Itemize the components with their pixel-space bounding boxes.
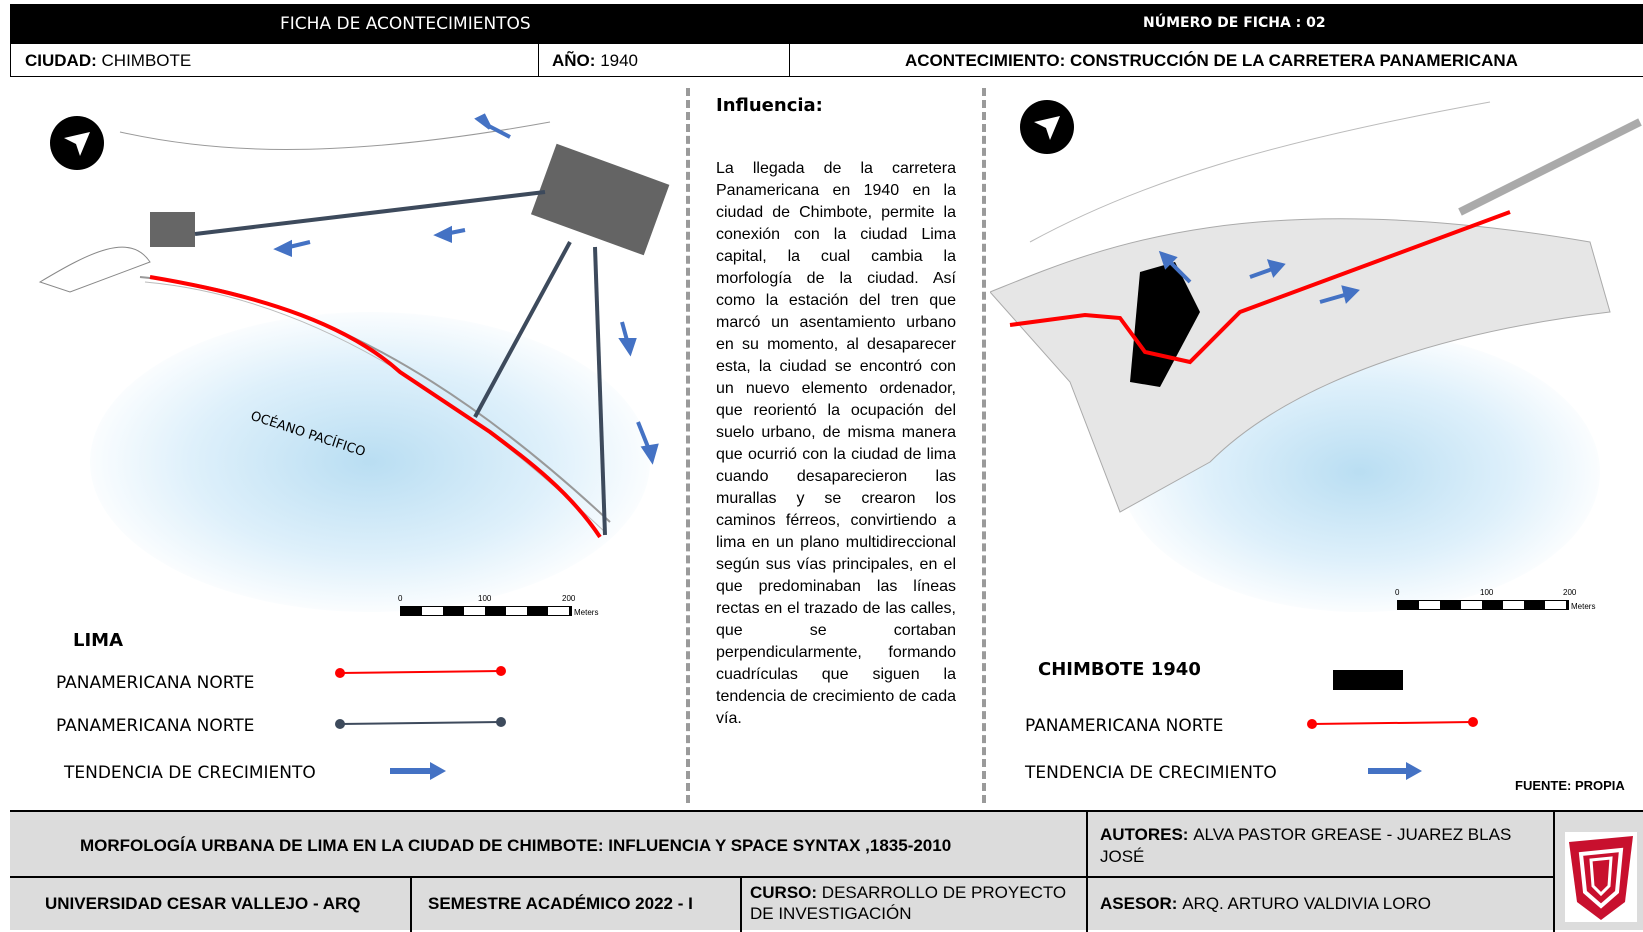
- curso-cell: CURSO: DESARROLLO DE PROYECTO DE INVESTI…: [750, 882, 1080, 924]
- university-name: UNIVERSIDAD CESAR VALLEJO - ARQ: [45, 894, 361, 913]
- chimbote-legend-red-label: PANAMERICANA NORTE: [1025, 716, 1224, 736]
- legend-label-red: PANAMERICANA NORTE: [56, 673, 255, 693]
- growth-arrows: [273, 113, 659, 465]
- lima-map: OCÉANO PACÍFICO: [10, 82, 680, 612]
- scale-tick-200: 200: [562, 594, 576, 603]
- legend-black-swatch: [1333, 670, 1403, 690]
- chimbote-north-arrow-icon: [1020, 100, 1074, 154]
- r-scale-tick-0: 0: [1395, 588, 1400, 597]
- panamericana-norte-red: [149, 275, 602, 539]
- header-bar: FICHA DE ACONTECIMIENTOS NÚMERO DE FICHA…: [10, 4, 1643, 44]
- curso-label: CURSO:: [750, 883, 818, 902]
- acontecimiento-label: ACONTECIMIENTO:: [905, 51, 1066, 70]
- chimbote-legend-red-line: [1307, 717, 1478, 729]
- scale-tick-100: 100: [478, 594, 492, 603]
- curso-value: DESARROLLO DE PROYECTO DE INVESTIGACIÓN: [750, 883, 1067, 923]
- chimbote-map: [990, 82, 1643, 612]
- legend-dark-line: [335, 717, 506, 729]
- legend-red-line: [335, 666, 506, 678]
- chimbote-legend-arrow-icon: [1368, 762, 1422, 780]
- ciudad-cell: CIUDAD: CHIMBOTE: [11, 44, 536, 77]
- sheet-number: NÚMERO DE FICHA : 02: [1143, 15, 1326, 31]
- legend-label-dark: PANAMERICANA NORTE: [56, 716, 255, 736]
- thesis-title: MORFOLOGÍA URBANA DE LIMA EN LA CIUDAD D…: [80, 836, 952, 855]
- asesor-value: ARQ. ARTURO VALDIVIA LORO: [1182, 894, 1431, 913]
- north-arrow-icon: [50, 116, 104, 170]
- legend-label-arrow: TENDENCIA DE CRECIMIENTO: [64, 763, 316, 783]
- autores-label: AUTORES:: [1100, 825, 1189, 844]
- lima-grid: [530, 143, 670, 256]
- lima-legend-title: LIMA: [73, 630, 124, 651]
- chimbote-map-drawing: [990, 101, 1642, 513]
- chimbote-1940-block: [1130, 262, 1200, 387]
- ciudad-value: CHIMBOTE: [101, 51, 192, 70]
- sheet-title: FICHA DE ACONTECIMIENTOS: [280, 14, 531, 34]
- footer: MORFOLOGÍA URBANA DE LIMA EN LA CIUDAD D…: [10, 810, 1643, 932]
- anio-cell: AÑO: 1940: [538, 44, 778, 77]
- chimbote-panamericana-red: [1009, 210, 1511, 365]
- ocean-wash: [90, 312, 650, 612]
- r-scale-tick-100: 100: [1480, 588, 1494, 597]
- right-divider: [982, 88, 986, 803]
- ucv-logo: [1565, 832, 1637, 922]
- acontecimiento-value: CONSTRUCCIÓN DE LA CARRETERA PANAMERICAN…: [1069, 51, 1518, 70]
- chimbote-legend-arrow-label: TENDENCIA DE CRECIMIENTO: [1025, 763, 1277, 783]
- lima-map-drawing: [38, 113, 670, 539]
- anio-value: 1940: [600, 51, 639, 70]
- lima-scale-bar: 0 100 200 Meters: [390, 588, 598, 618]
- r-scale-tick-200: 200: [1563, 588, 1577, 597]
- anio-label: AÑO:: [552, 51, 596, 70]
- autores-value: ALVA PASTOR GREASE - JUAREZ BLAS JOSÉ: [1100, 825, 1512, 866]
- left-divider: [686, 88, 690, 803]
- legend-arrow-icon: [390, 762, 446, 780]
- semestre: SEMESTRE ACADÉMICO 2022 - I: [428, 894, 693, 913]
- callao-block: [150, 212, 195, 247]
- ciudad-label: CIUDAD:: [25, 51, 97, 70]
- asesor-label: ASESOR:: [1100, 894, 1178, 913]
- asesor-cell: ASESOR: ARQ. ARTURO VALDIVIA LORO: [1100, 894, 1431, 914]
- info-row: CIUDAD: CHIMBOTE AÑO: 1940 ACONTECIMIENT…: [10, 44, 1643, 77]
- chimbote-growth-arrows: [1158, 250, 1360, 304]
- acontecimiento-cell: ACONTECIMIENTO: CONSTRUCCIÓN DE LA CARRE…: [891, 44, 1643, 77]
- lima-chorrillos-line: [593, 246, 607, 536]
- source-note: FUENTE: PROPIA: [1515, 778, 1625, 793]
- lima-south-line: [473, 241, 572, 418]
- callao-lima-line: [194, 190, 546, 236]
- chimbote-scale-bar: 0 100 200 Meters: [1395, 582, 1595, 612]
- influencia-text: La llegada de la carretera Panamericana …: [716, 160, 956, 727]
- scale-tick-0: 0: [398, 594, 403, 603]
- autores-cell: AUTORES: ALVA PASTOR GREASE - JUAREZ BLA…: [1100, 824, 1540, 868]
- influencia-title: Influencia:: [716, 95, 823, 116]
- scale-unit: Meters: [574, 608, 599, 617]
- chimbote-legend-title: CHIMBOTE 1940: [1038, 659, 1201, 680]
- r-scale-unit: Meters: [1571, 602, 1596, 611]
